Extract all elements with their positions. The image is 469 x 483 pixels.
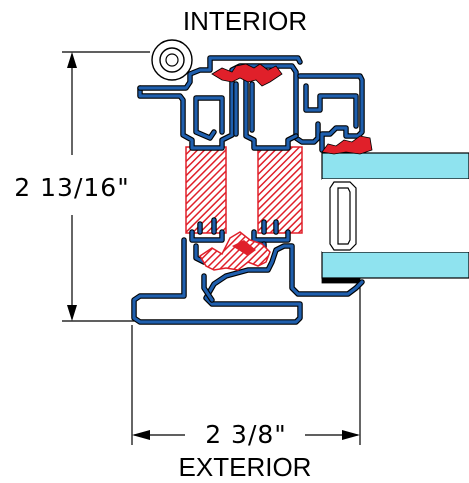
thermal-break-left	[185, 146, 227, 234]
width-dimension-text: 2 3/8"	[205, 420, 287, 449]
gaskets	[198, 63, 373, 271]
top-gasket	[211, 63, 283, 87]
lower-gasket	[198, 231, 271, 271]
glass-airspace	[322, 179, 469, 252]
glass-stop-gasket	[321, 135, 373, 155]
exterior-label: EXTERIOR	[179, 452, 312, 482]
interior-label: INTERIOR	[183, 6, 307, 36]
insulated-glass-unit	[321, 152, 469, 284]
width-dimension: 2 3/8"	[131, 285, 361, 449]
height-dimension: 2 13/16"	[14, 51, 150, 322]
glass-pane-exterior	[321, 251, 469, 279]
glass-pane-interior	[321, 152, 469, 180]
thermal-break-strips	[185, 146, 303, 234]
glass-sealant	[321, 277, 361, 284]
screw-boss	[151, 39, 193, 81]
height-dimension-text: 2 13/16"	[14, 173, 129, 202]
glass-spacer	[329, 181, 357, 251]
aluminum-extrusions	[131, 55, 365, 325]
